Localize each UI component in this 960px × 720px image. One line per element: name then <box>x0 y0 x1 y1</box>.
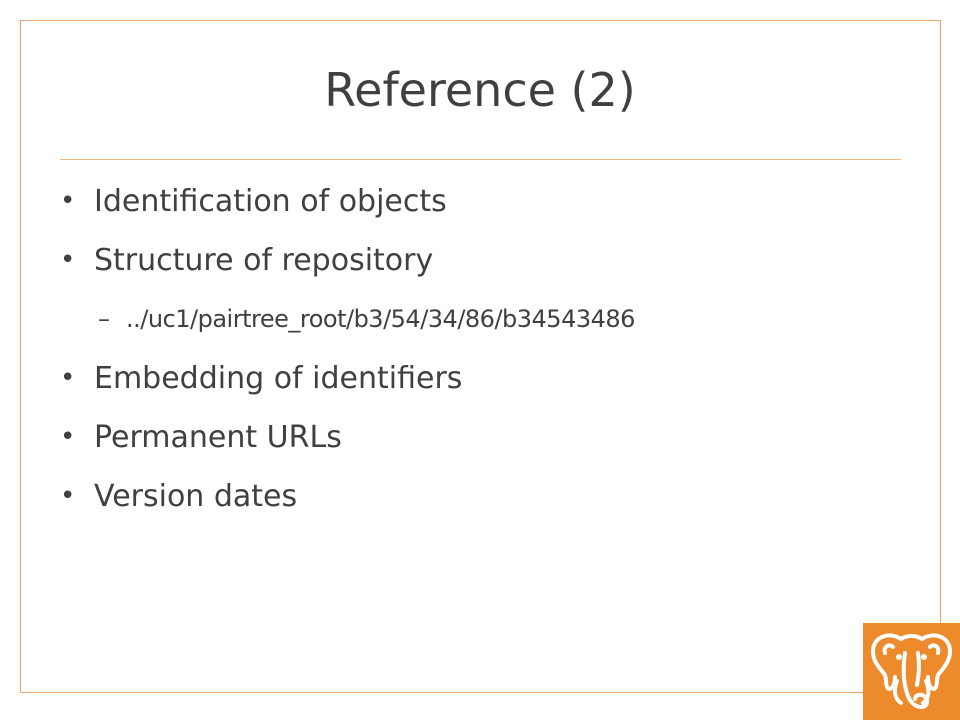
bullet-text: Structure of repository <box>94 243 434 278</box>
bullet-list: • Identification of objects • Structure … <box>60 172 900 526</box>
bullet-text: Version dates <box>94 479 298 514</box>
bullet-item: • Identification of objects <box>60 172 900 231</box>
bullet-glyph: • <box>60 363 76 393</box>
bullet-item: • Permanent URLs <box>60 408 900 467</box>
bullet-glyph: • <box>60 481 76 511</box>
sub-bullet-text: ../uc1/pairtree_root/b3/54/34/86/b345434… <box>126 305 635 333</box>
bullet-text: Identification of objects <box>94 184 447 219</box>
bullet-glyph: • <box>60 422 76 452</box>
bullet-text: Permanent URLs <box>94 420 342 455</box>
bullet-glyph: • <box>60 245 76 275</box>
slide-title: Reference (2) <box>324 63 636 117</box>
bullet-item: • Structure of repository <box>60 231 900 290</box>
bullet-text: Embedding of identifiers <box>94 361 463 396</box>
bullet-item: • Version dates <box>60 467 900 526</box>
elephant-icon <box>871 633 952 709</box>
bullet-glyph: • <box>60 186 76 216</box>
bullet-item: • Embedding of identifiers <box>60 349 900 408</box>
sub-bullet-glyph: – <box>98 305 110 333</box>
slide-frame <box>20 20 941 693</box>
sub-bullet-item: – ../uc1/pairtree_root/b3/54/34/86/b3454… <box>60 290 900 349</box>
title-divider <box>60 159 901 160</box>
elephant-logo <box>863 623 960 720</box>
